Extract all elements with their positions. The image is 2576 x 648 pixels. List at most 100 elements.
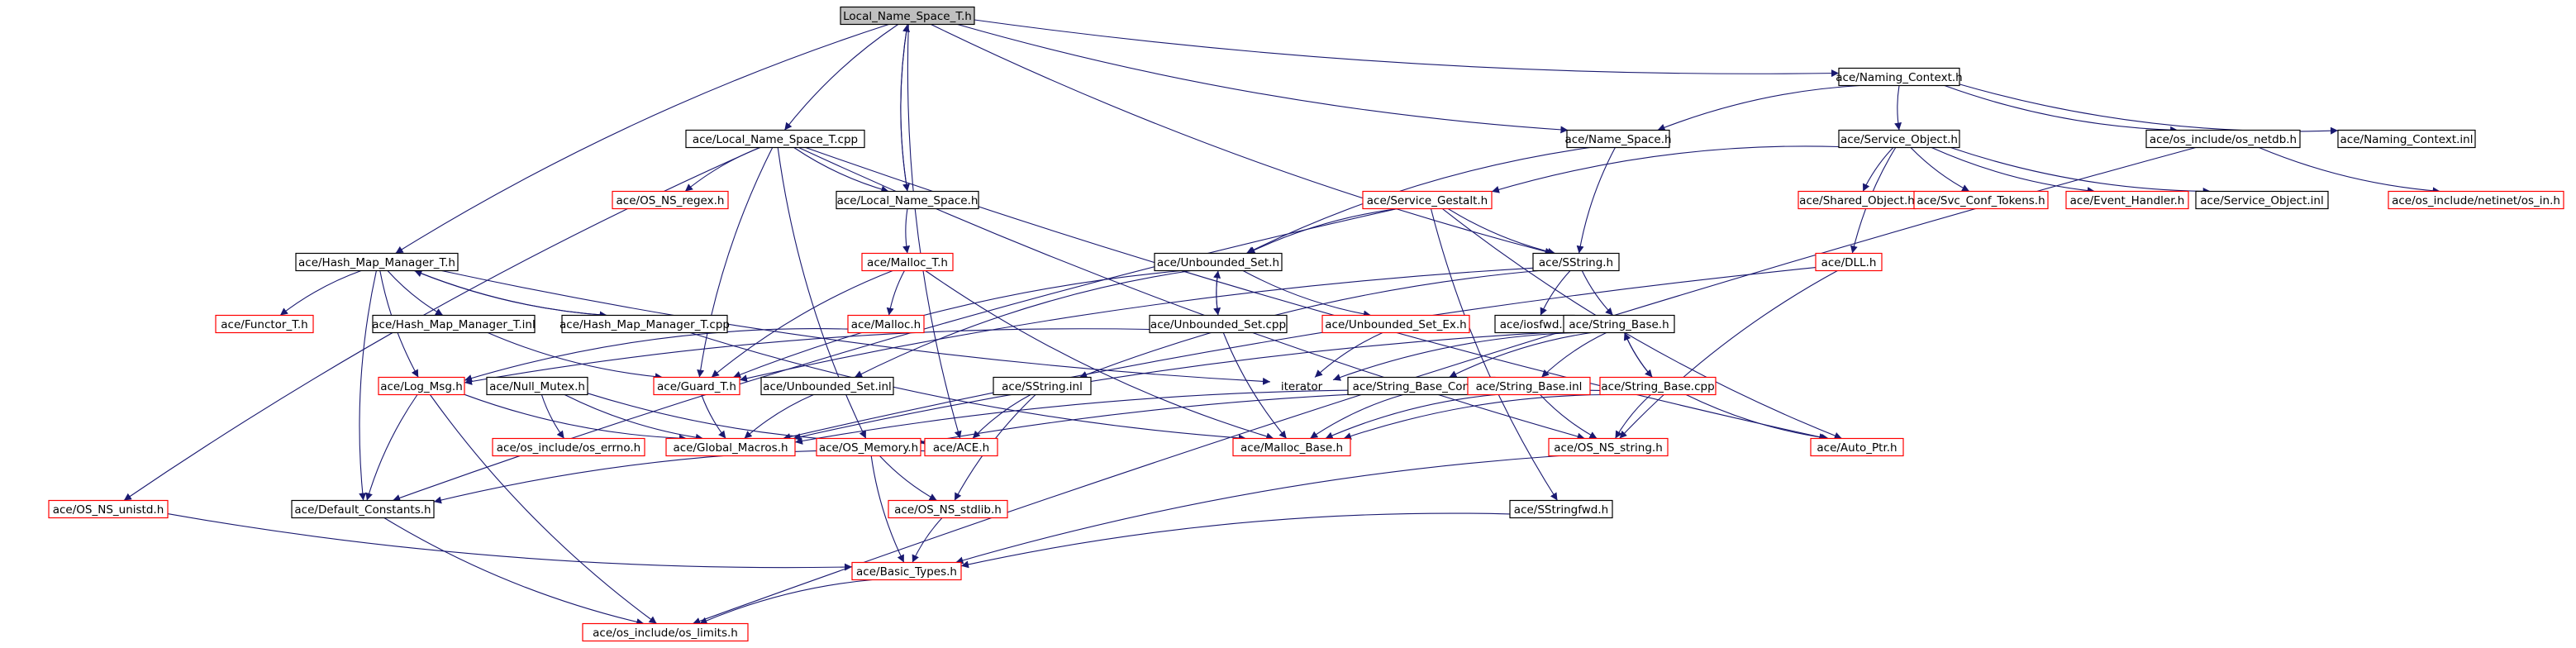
node-label: ace/Naming_Context.inl xyxy=(2340,133,2474,146)
node-local-name-space-t-h[interactable]: Local_Name_Space_T.h xyxy=(840,6,975,26)
node-string-base-const-h[interactable]: ace/String_Base_Const.h xyxy=(1347,376,1496,396)
edge-dll_h-to-os_ns_string_h xyxy=(1619,270,1838,439)
node-service-object-h[interactable]: ace/Service_Object.h xyxy=(1838,129,1960,149)
edge-local_name_space_t_cpp-to-os_ns_regex_h xyxy=(684,146,761,192)
edge-unbounded_set_h-to-unbounded_set_ex_h xyxy=(1242,270,1371,318)
node-name-space-h[interactable]: ace/Name_Space.h xyxy=(1564,129,1672,149)
node-label: ace/os_include/os_netdb.h xyxy=(2150,133,2297,146)
node-iosfwd-h[interactable]: ace/iosfwd.h xyxy=(1494,314,1575,334)
node-os-ns-stdlib-h[interactable]: ace/OS_NS_stdlib.h xyxy=(888,499,1008,519)
node-unbounded-set-cpp[interactable]: ace/Unbounded_Set.cpp xyxy=(1149,314,1288,334)
node-os-ns-unistd-h[interactable]: ace/OS_NS_unistd.h xyxy=(48,499,169,519)
node-guard-t-h[interactable]: ace/Guard_T.h xyxy=(653,376,740,396)
edge-naming_context_h-to-service_object_h xyxy=(1894,85,1902,131)
node-string-base-cpp[interactable]: ace/String_Base.cpp xyxy=(1599,376,1717,396)
node-label: ace/Auto_Ptr.h xyxy=(1817,441,1897,455)
node-label: ace/SString.inl xyxy=(1002,380,1083,393)
edge-local_name_space_h-to-malloc_t_h xyxy=(902,208,911,254)
node-os-memory-h[interactable]: ace/OS_Memory.h xyxy=(816,437,921,457)
node-unbounded-set-ex-h[interactable]: ace/Unbounded_Set_Ex.h xyxy=(1321,314,1470,334)
edge-local_name_space_h-to-local_name_space_t_h xyxy=(900,24,911,192)
node-os-ns-regex-h[interactable]: ace/OS_NS_regex.h xyxy=(612,190,729,210)
edge-string_base_cpp-to-auto_ptr_h xyxy=(1685,394,1829,441)
edge-layer xyxy=(123,19,2440,626)
node-box xyxy=(1232,437,1351,457)
node-label: ace/Service_Object.inl xyxy=(2200,194,2324,207)
node-netinet-in-h[interactable]: ace/os_include/netinet/os_in.h xyxy=(2388,190,2564,210)
node-string-base-inl[interactable]: ace/String_Base.inl xyxy=(1467,376,1591,396)
node-label: ace/String_Base.inl xyxy=(1476,380,1583,393)
node-box xyxy=(2145,129,2301,149)
node-local-name-space-t-cpp[interactable]: ace/Local_Name_Space_T.cpp xyxy=(685,129,865,149)
edge-string_base_inl-to-malloc_base_h xyxy=(1325,393,1496,440)
node-label: ace/Unbounded_Set_Ex.h xyxy=(1325,318,1466,331)
edge-local_name_space_t_h-to-naming_context_h xyxy=(974,19,1840,78)
node-box xyxy=(1532,252,1620,272)
node-global-macros-h[interactable]: ace/Global_Macros.h xyxy=(665,437,796,457)
node-os-errno-h[interactable]: ace/os_include/os_errno.h xyxy=(492,437,645,457)
node-basic-types-h[interactable]: ace/Basic_Types.h xyxy=(851,561,962,581)
edge-sstring_h-to-sstring_inl xyxy=(1079,269,1539,379)
edge-naming_context_h-to-os_netdb_h xyxy=(1944,84,2178,134)
node-auto-ptr-h[interactable]: ace/Auto_Ptr.h xyxy=(1810,437,1904,457)
edge-service_object_h-to-service_gestalt_h xyxy=(1491,145,1840,193)
node-malloc-h[interactable]: ace/Malloc.h xyxy=(847,314,925,334)
edge-sstring_h-to-iosfwd_h xyxy=(1540,270,1571,316)
node-naming-context-inl[interactable]: ace/Naming_Context.inl xyxy=(2337,129,2476,149)
node-hash-map-manager-t-inl[interactable]: ace/Hash_Map_Manager_T.inl xyxy=(372,314,536,334)
node-functor-t-h[interactable]: ace/Functor_T.h xyxy=(215,314,314,334)
node-null-mutex-h[interactable]: ace/Null_Mutex.h xyxy=(486,376,588,396)
edge-os_ns_stdlib_h-to-basic_types_h xyxy=(912,517,943,563)
node-box xyxy=(1321,314,1470,334)
edge-sstring_inl-to-ace_h xyxy=(972,394,1031,439)
node-unbounded-set-inl[interactable]: ace/Unbounded_Set.inl xyxy=(760,376,894,396)
node-naming-context-h[interactable]: ace/Naming_Context.h xyxy=(1836,67,1963,87)
node-os-ns-string-h[interactable]: ace/OS_NS_string.h xyxy=(1548,437,1669,457)
edge-log_msg_h-to-os_limits_h xyxy=(429,394,657,624)
edge-string_base_h-to-iterator xyxy=(1332,331,1575,381)
node-malloc-base-h[interactable]: ace/Malloc_Base.h xyxy=(1232,437,1351,457)
node-shared-object-h[interactable]: ace/Shared_Object.h xyxy=(1797,190,1917,210)
edge-unbounded_set_ex_h-to-iterator xyxy=(1314,331,1383,378)
node-box xyxy=(1467,376,1591,396)
node-local-name-space-h[interactable]: ace/Local_Name_Space.h xyxy=(836,190,979,210)
node-box xyxy=(612,190,729,210)
node-svc-conf-tokens-h[interactable]: ace/Svc_Conf_Tokens.h xyxy=(1913,190,2049,210)
edge-dll_h-to-global_macros_h xyxy=(783,267,1817,441)
node-label: ace/Null_Mutex.h xyxy=(489,380,585,393)
node-os-netdb-h[interactable]: ace/os_include/os_netdb.h xyxy=(2145,129,2301,149)
edge-unbounded_set_cpp-to-malloc_base_h xyxy=(1222,332,1288,439)
node-default-constants-h[interactable]: ace/Default_Constants.h xyxy=(291,499,435,519)
node-log-msg-h[interactable]: ace/Log_Msg.h xyxy=(378,376,465,396)
node-label: ace/OS_NS_unistd.h xyxy=(53,503,164,517)
node-sstring-inl[interactable]: ace/SString.inl xyxy=(993,376,1092,396)
node-label: ace/ACE.h xyxy=(933,441,989,455)
node-hash-map-manager-t-h[interactable]: ace/Hash_Map_Manager_T.h xyxy=(295,252,459,272)
node-box xyxy=(1563,314,1675,334)
node-box xyxy=(1599,376,1717,396)
node-label: ace/String_Base.h xyxy=(1569,318,1669,331)
node-label: ace/Service_Gestalt.h xyxy=(1367,194,1488,207)
node-string-base-h[interactable]: ace/String_Base.h xyxy=(1563,314,1675,334)
edge-os_ns_string_h-to-basic_types_h xyxy=(955,455,1559,565)
node-unbounded-set-h[interactable]: ace/Unbounded_Set.h xyxy=(1154,252,1283,272)
node-hash-map-manager-t-cpp[interactable]: ace/Hash_Map_Manager_T.cpp xyxy=(559,314,730,334)
edge-sstring_h-to-guard_t_h xyxy=(739,267,1534,383)
node-label: ace/SString.h xyxy=(1539,256,1613,269)
node-dll-h[interactable]: ace/DLL.h xyxy=(1815,252,1883,272)
edge-name_space_h-to-sstring_h xyxy=(1576,147,1616,254)
node-sstringfwd-h[interactable]: ace/SStringfwd.h xyxy=(1509,499,1613,519)
node-label: Local_Name_Space_T.h xyxy=(843,10,972,23)
node-box xyxy=(861,252,954,272)
node-malloc-t-h[interactable]: ace/Malloc_T.h xyxy=(861,252,954,272)
node-service-object-inl[interactable]: ace/Service_Object.inl xyxy=(2195,190,2329,210)
node-label: ace/Unbounded_Set.h xyxy=(1157,256,1279,269)
node-event-handler-h[interactable]: ace/Event_Handler.h xyxy=(2065,190,2189,210)
node-label: ace/Hash_Map_Manager_T.cpp xyxy=(559,318,730,331)
edge-null_mutex_h-to-os_errno_h xyxy=(540,394,565,439)
node-label: ace/String_Base.cpp xyxy=(1601,380,1714,393)
node-os-limits-h[interactable]: ace/os_include/os_limits.h xyxy=(582,622,749,642)
node-service-gestalt-h[interactable]: ace/Service_Gestalt.h xyxy=(1362,190,1493,210)
node-ace-h[interactable]: ace/ACE.h xyxy=(924,437,998,457)
node-sstring-h[interactable]: ace/SString.h xyxy=(1532,252,1620,272)
